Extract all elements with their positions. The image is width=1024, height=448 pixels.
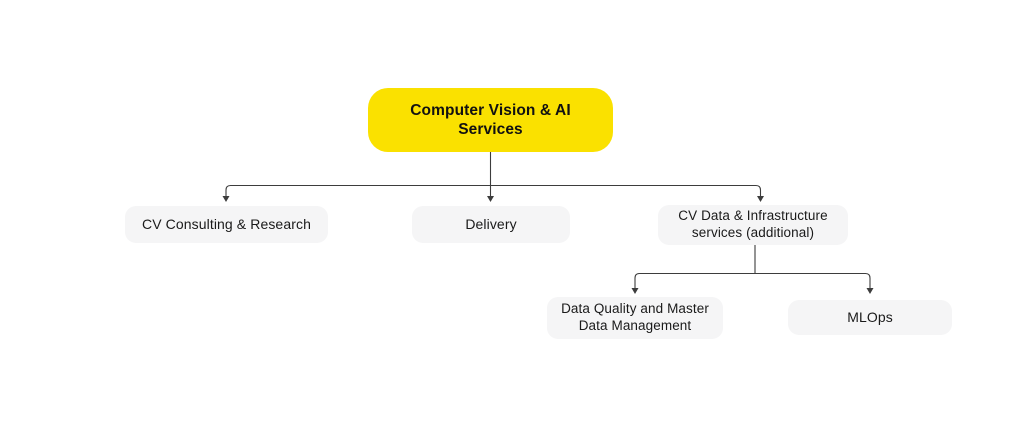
node-mlops-label: MLOps [847, 308, 893, 325]
arrowhead-cvdata [757, 196, 764, 202]
node-cv-data-infrastructure-label: CV Data & Infrastructure services (addit… [678, 208, 828, 240]
connector-level2-bus [634, 272, 871, 289]
arrowhead-consulting [222, 196, 230, 202]
node-delivery-label: Delivery [465, 215, 517, 232]
node-data-quality-mdm: Data Quality and Master Data Management [547, 297, 723, 339]
arrowhead-mlops [866, 288, 874, 294]
arrowhead-dataq [631, 288, 639, 294]
node-data-quality-mdm-label: Data Quality and Master Data Management [561, 301, 709, 333]
node-cv-consulting-research: CV Consulting & Research [125, 206, 328, 243]
node-cv-ai-services-label: Computer Vision & AI Services [410, 101, 571, 138]
arrowhead-delivery [487, 196, 494, 202]
node-delivery: Delivery [412, 206, 570, 243]
node-cv-data-infrastructure: CV Data & Infrastructure services (addit… [658, 205, 848, 245]
node-mlops: MLOps [788, 300, 952, 335]
node-cv-consulting-research-label: CV Consulting & Research [142, 215, 311, 232]
connector-level1-bus [225, 184, 762, 197]
node-cv-ai-services: Computer Vision & AI Services [368, 88, 613, 152]
